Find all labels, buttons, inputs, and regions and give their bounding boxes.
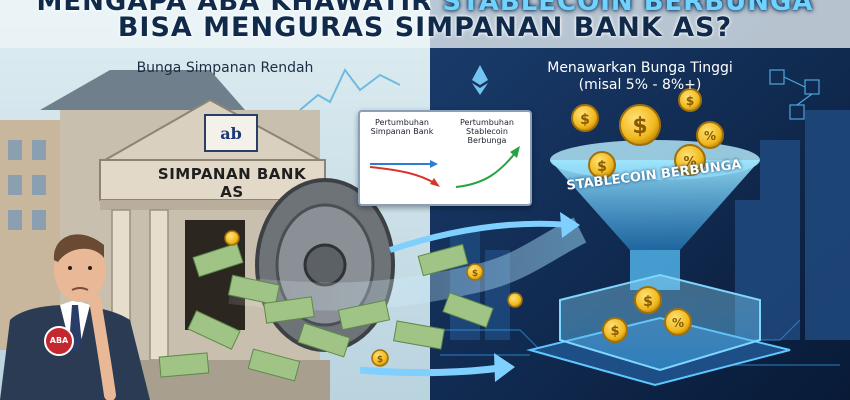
coin-symbol: $: [597, 159, 607, 175]
bank-growth-label: Pertumbuhan Simpanan Bank: [370, 118, 434, 136]
headline-line-2: BISA MENGURAS SIMPANAN BANK AS?: [117, 12, 733, 43]
flow-arrowhead-lower: [494, 353, 515, 382]
blockchain-cubes: [769, 69, 820, 120]
coin-symbol: $: [632, 114, 647, 139]
coin-small: [507, 292, 523, 308]
right-caption: Menawarkan Bunga Tinggi (misal 5% - 8%+): [520, 60, 760, 94]
right-caption-line-1: Menawarkan Bunga Tinggi: [547, 60, 733, 76]
coin-symbol: $: [580, 112, 590, 128]
headline-highlight: STABLECOIN BERBUNGA: [442, 0, 814, 17]
coin-percent: %: [664, 308, 692, 336]
coin-symbol: $: [643, 294, 653, 310]
headline-band: [0, 0, 850, 48]
coin-symbol: $: [472, 269, 478, 279]
coin-symbol: $: [610, 324, 619, 339]
left-caption: Bunga Simpanan Rendah: [136, 60, 314, 76]
aba-lapel-badge: ABA: [44, 326, 74, 356]
coin-dollar: $: [466, 263, 484, 281]
headline-line-1: MENGAPA ABA KHAWATIR STABLECOIN BERBUNGA: [0, 0, 850, 17]
coin-dollar: $: [602, 317, 628, 343]
comparison-chart-card: Pertumbuhan Simpanan Bank Pertumbuhan St…: [358, 110, 532, 206]
coin-symbol: $: [686, 94, 694, 108]
coin-dollar: $: [571, 104, 599, 132]
coin-symbol: $: [377, 355, 383, 365]
ethereum-icon: [472, 65, 488, 95]
coin-symbol: %: [672, 316, 684, 330]
coins: $ $ % $ $ % $ % $ $ $: [224, 88, 724, 367]
green-arrowhead: [510, 146, 520, 158]
blue-arrowhead: [430, 160, 438, 168]
stock-line: [299, 68, 401, 111]
worried-businessman: [0, 234, 150, 400]
coin-dollar: $: [634, 286, 662, 314]
headline-part-1: MENGAPA ABA KHAWATIR: [36, 0, 443, 17]
flow-arrow-upper: [389, 220, 571, 253]
coin-dollar: $: [588, 151, 616, 179]
svg-text:ab: ab: [220, 124, 242, 143]
circuit-lines: [440, 319, 840, 366]
flow-arrow-lower: [359, 364, 501, 377]
money-flow: [228, 217, 587, 311]
coin-dollar-large: $: [619, 104, 661, 146]
coin-symbol: %: [683, 155, 696, 170]
card-trend-lines: [369, 146, 520, 188]
coin-small: [224, 230, 240, 246]
coin-percent: %: [696, 121, 724, 149]
right-caption-line-2: (misal 5% - 8%+): [578, 77, 702, 93]
coin-percent: %: [674, 144, 706, 176]
coin-dollar: $: [371, 349, 389, 367]
red-arrowhead: [430, 178, 440, 187]
flow-arrowhead-upper: [560, 212, 580, 238]
rising-green-line: [455, 151, 517, 188]
coin-symbol: %: [704, 129, 716, 143]
banknotes: [158, 242, 494, 382]
bank-sign: SIMPANAN BANK AS: [157, 165, 307, 201]
declining-red-line: [369, 166, 437, 185]
glass-vault-box: [526, 273, 791, 387]
stablecoin-growth-label: Pertumbuhan Stablecoin Berbunga: [460, 118, 514, 145]
coin-dollar: $: [678, 88, 702, 112]
city-skyline: [450, 110, 850, 340]
